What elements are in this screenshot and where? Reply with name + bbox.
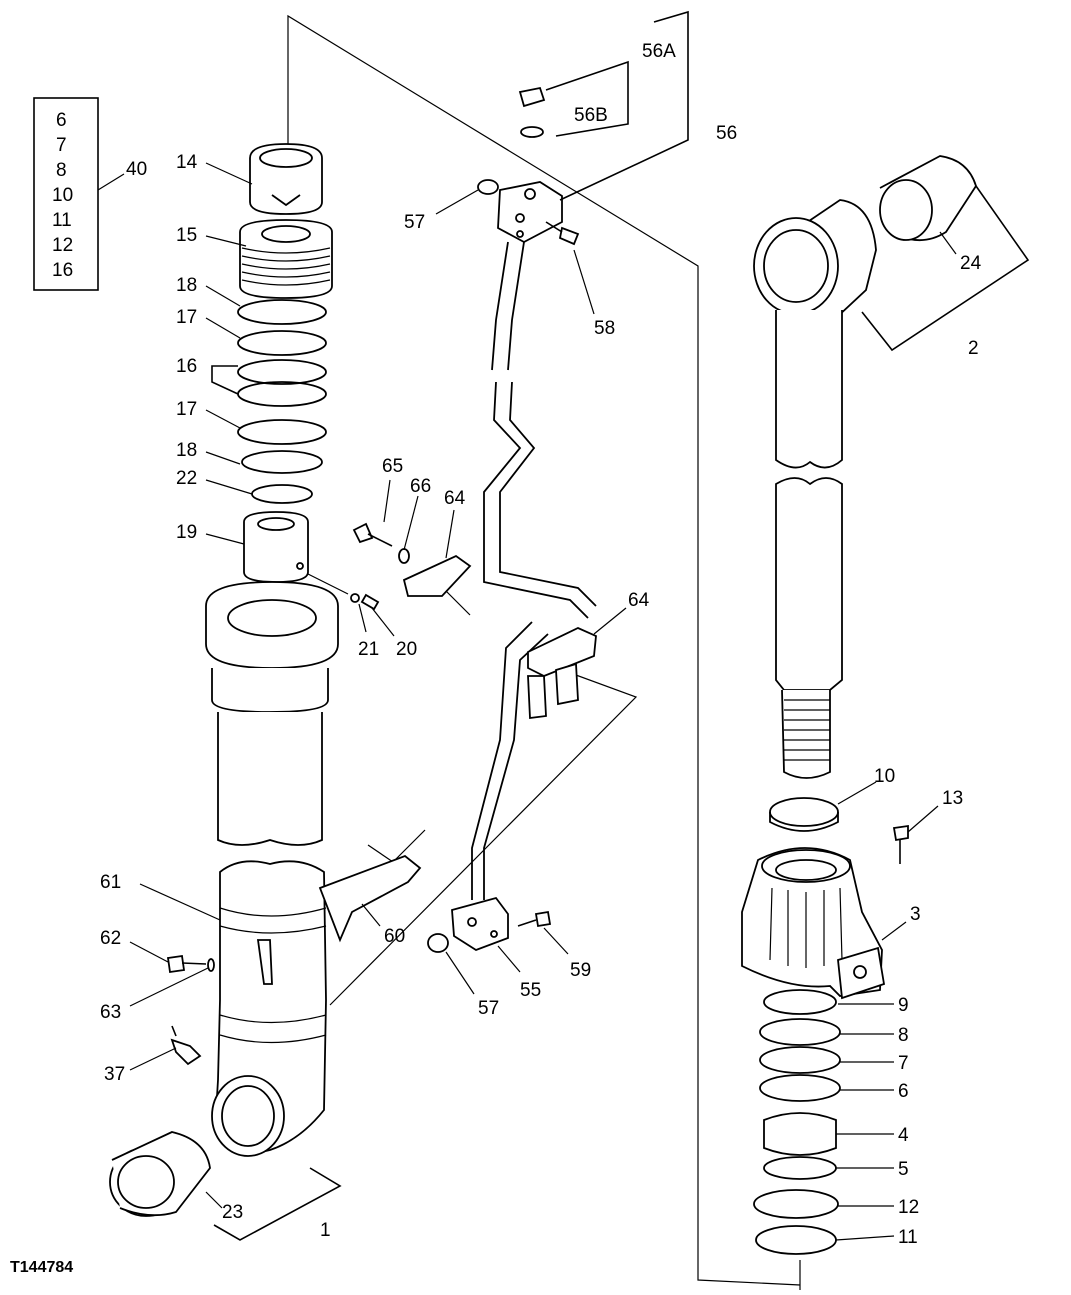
kit-item: 8	[56, 160, 67, 181]
callout-23: 23	[222, 1202, 243, 1223]
part-23-bushing	[109, 1131, 211, 1217]
kit-box: 6 7 8 10 11 12 16 40	[33, 97, 147, 291]
part-24-bushing	[879, 155, 977, 242]
kit-item: 10	[52, 185, 73, 206]
callout-58: 58	[594, 318, 615, 339]
callout-14: 14	[176, 152, 198, 173]
callout-40: 40	[126, 159, 147, 180]
callout-65: 65	[382, 456, 403, 477]
callout-56: 56	[716, 123, 737, 144]
callout-5: 5	[898, 1159, 909, 1180]
part-62-bolt	[166, 954, 207, 974]
callout-60: 60	[384, 926, 405, 947]
callout-63: 63	[100, 1002, 121, 1023]
part-15-piston	[239, 219, 333, 299]
callout-11: 11	[898, 1227, 918, 1248]
callout-64: 64	[628, 590, 650, 611]
part-3-rod-guide	[741, 847, 886, 1000]
callout-6: 6	[898, 1081, 909, 1102]
part-64-clamp-upper	[402, 554, 472, 597]
part-21-ball	[350, 593, 360, 603]
callout-24: 24	[960, 253, 982, 274]
callout-57: 57	[404, 212, 425, 233]
callout-8: 8	[898, 1025, 909, 1046]
part-19-nut	[243, 511, 309, 583]
figure-id: T144784	[10, 1259, 73, 1276]
callout-18: 18	[176, 440, 197, 461]
callout-3: 3	[910, 904, 921, 925]
part-56A-plug	[518, 86, 546, 108]
part-10-ring	[769, 797, 839, 832]
part-58-bolt	[545, 221, 580, 246]
kit-item: 16	[52, 260, 73, 281]
callout-21: 21	[358, 639, 379, 660]
part-56-block	[497, 181, 563, 244]
callout-18: 18	[176, 275, 197, 296]
part-66-washer	[398, 548, 410, 564]
bracket-1	[213, 1167, 342, 1241]
tube-upper	[471, 241, 597, 900]
part-1-barrel	[211, 854, 422, 1157]
callout-19: 19	[176, 522, 197, 543]
callout-10: 10	[874, 766, 895, 787]
kit-item: 11	[52, 210, 72, 231]
callout-61: 61	[100, 872, 121, 893]
part-13-bolt	[892, 824, 909, 864]
callout-4: 4	[898, 1125, 909, 1146]
part-56B-oring	[520, 126, 544, 138]
part-65-bolt	[352, 522, 393, 547]
bracket-56	[545, 10, 689, 201]
callout-15: 15	[176, 225, 197, 246]
callout-17: 17	[176, 307, 197, 328]
callout-12: 12	[898, 1197, 919, 1218]
part-37-grease-fitting	[170, 1025, 202, 1066]
part-20-setscrew	[360, 593, 380, 611]
kit-item: 6	[56, 110, 67, 131]
kit-item: 12	[52, 235, 73, 256]
part-14-wiper	[249, 143, 323, 215]
callout-56A: 56A	[642, 41, 676, 62]
part-head-flange	[205, 581, 339, 846]
part-2-rod	[753, 199, 877, 779]
callout-62: 62	[100, 928, 121, 949]
part-59-bolt	[517, 910, 552, 928]
seal-rings-stack	[237, 299, 327, 504]
callout-9: 9	[898, 995, 909, 1016]
callouts: 14 15 18 17 16 17 18 22 19 21 20 65 66 6…	[100, 41, 982, 1248]
callout-66: 66	[410, 476, 431, 497]
callout-13: 13	[942, 788, 963, 809]
callout-57: 57	[478, 998, 499, 1019]
bracket-2	[861, 185, 1030, 352]
callout-2: 2	[968, 338, 979, 359]
part-57-oring-bottom	[427, 933, 449, 953]
callout-17: 17	[176, 399, 197, 420]
leader-lines	[129, 162, 957, 1241]
callout-1: 1	[320, 1220, 331, 1241]
part-63-washer	[207, 958, 215, 972]
callout-55: 55	[520, 980, 541, 1001]
callout-20: 20	[396, 639, 417, 660]
callout-7: 7	[898, 1053, 909, 1074]
seal-stack-right	[753, 989, 841, 1255]
callout-56B: 56B	[574, 105, 608, 126]
part-55-flange	[451, 896, 509, 952]
part-64-clamp-lower	[527, 627, 597, 720]
callout-37: 37	[104, 1064, 125, 1085]
callout-64: 64	[444, 488, 466, 509]
callout-16: 16	[176, 356, 197, 377]
callout-59: 59	[570, 960, 591, 981]
part-57-oring-top	[477, 179, 499, 195]
bracket-16	[211, 365, 239, 395]
callout-22: 22	[176, 468, 197, 489]
kit-item: 7	[56, 135, 67, 156]
